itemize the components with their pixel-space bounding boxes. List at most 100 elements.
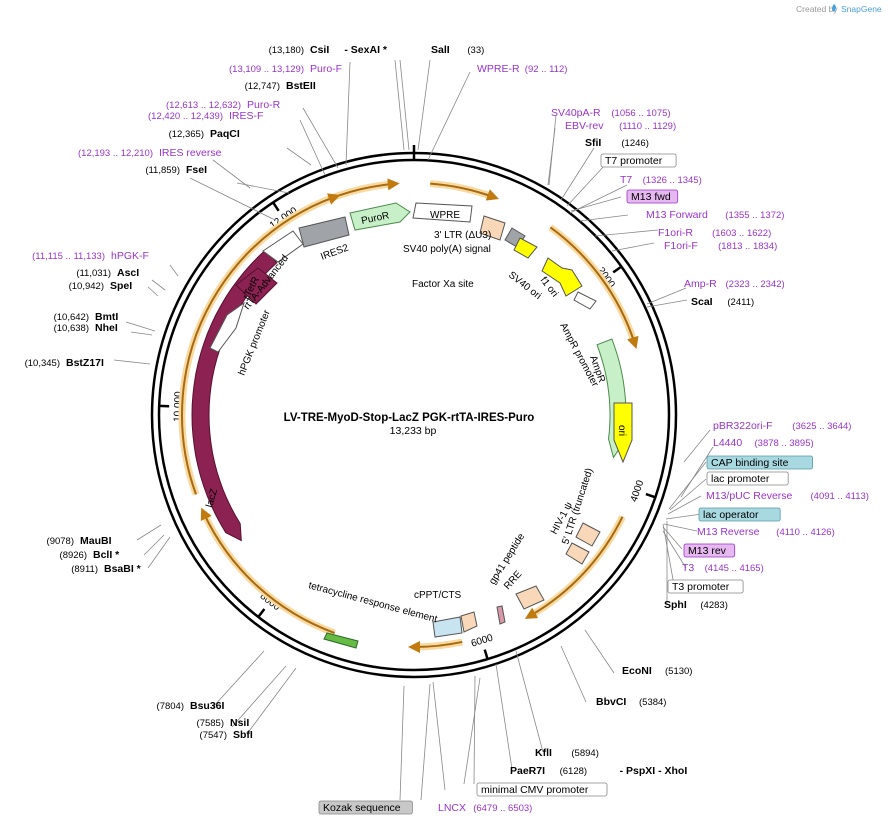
- site-paer7i[interactable]: PaeR7I(6128)- PspXI - XhoI: [510, 765, 687, 777]
- hpgk-promoter-feature[interactable]: [209, 301, 245, 353]
- site-sfii[interactable]: SfiI(1246): [585, 137, 649, 149]
- leader-line: [286, 147, 312, 166]
- site-econi[interactable]: EcoNI(5130): [622, 665, 692, 677]
- feature-box-lac-promoter[interactable]: lac promoter: [706, 471, 789, 486]
- site-position: (11,031): [76, 268, 111, 279]
- primer-f1ori-f[interactable]: F1ori-F(1813 .. 1834): [664, 240, 777, 252]
- feature-arrows: [191, 202, 633, 649]
- gp41-feature[interactable]: [496, 605, 506, 625]
- primer-puro-f[interactable]: (13,109 .. 13,129)Puro-F: [229, 63, 342, 75]
- leader-line: [130, 331, 153, 336]
- wpre-feature[interactable]: [412, 202, 473, 223]
- site-position: (8926): [60, 550, 87, 561]
- sv40-ori-feature[interactable]: [513, 237, 538, 259]
- primer-sv40pa-r[interactable]: SV40pA-R(1056 .. 1075): [551, 107, 671, 119]
- primer-hpgk-f[interactable]: (11,115 .. 11,133)hPGK-F: [32, 250, 149, 262]
- site-bsu36i[interactable]: (7804) Bsu36I: [157, 700, 225, 712]
- site-position: (10,345): [25, 358, 60, 369]
- feature-box-lac-operator[interactable]: lac operator: [698, 507, 781, 522]
- primer-f1ori-r[interactable]: F1ori-R(1603 .. 1622): [658, 227, 771, 239]
- feature-label-tre: tetracycline response element: [307, 580, 438, 625]
- site-sphi[interactable]: SphI(4283): [664, 599, 728, 611]
- ori-feature[interactable]: [613, 402, 633, 464]
- orf-arrow: [549, 226, 639, 350]
- site-name: CsiI: [310, 44, 329, 56]
- site-fsei[interactable]: (11,859)FseI: [145, 164, 207, 176]
- site-asci[interactable]: (11,031)AscI: [76, 267, 139, 279]
- primer-l4440[interactable]: L4440(3878 .. 3895): [713, 437, 814, 449]
- leader-line: [169, 264, 179, 277]
- feature-box-bg: [706, 471, 789, 486]
- primer-name: LNCX: [438, 802, 466, 814]
- site-maubi[interactable]: (9078)MauBI: [47, 535, 112, 547]
- cppt-feature[interactable]: [460, 611, 478, 633]
- ltr5-feature[interactable]: [575, 522, 601, 547]
- feature-box-kozak-sequence[interactable]: Kozak sequence: [318, 800, 413, 815]
- site-bmti[interactable]: (10,642)BmtI: [54, 311, 119, 323]
- primer-puro-r[interactable]: (12,613 .. 12,632)Puro-R: [166, 99, 281, 111]
- leader-line: [665, 513, 703, 520]
- site-bcli[interactable]: (8926)BclI *: [60, 549, 121, 561]
- site-position: (10,638): [54, 323, 89, 334]
- f1-ori-feature[interactable]: [541, 257, 583, 297]
- primer-name: SV40pA-R: [551, 107, 601, 119]
- leader-line: [432, 681, 446, 791]
- site-csii[interactable]: (13,180)CsiI- SexAI *: [269, 44, 388, 56]
- leader-line: [147, 286, 159, 297]
- site-position: (7804): [157, 701, 184, 712]
- feature-box-label: lac operator: [703, 509, 759, 521]
- site-scai[interactable]: ScaI(2411): [691, 296, 754, 308]
- leader-line: [212, 650, 265, 708]
- feature-label-ltr3: 3' LTR (ΔU3): [434, 230, 491, 241]
- feature-box-m13-rev[interactable]: M13 rev: [683, 543, 736, 558]
- primer-m13-puc-reverse[interactable]: M13/pUC Reverse(4091 .. 4113): [706, 490, 869, 502]
- ltr3-feature[interactable]: [479, 215, 506, 241]
- site-nsii[interactable]: (7585)NsiI: [197, 717, 250, 729]
- site-paqci[interactable]: (12,365)PaqCI: [169, 128, 240, 140]
- site-bstz17i[interactable]: (10,345)BstZ17I: [25, 357, 104, 369]
- primer-wpre-r[interactable]: WPRE-R(92 .. 112): [477, 63, 567, 75]
- feature-box-cap-binding-site[interactable]: CAP binding site: [706, 455, 813, 470]
- rtetr-feature[interactable]: [235, 267, 278, 305]
- ires2-feature[interactable]: [298, 216, 350, 248]
- primer-ebv-rev[interactable]: EBV-rev(1110 .. 1129): [565, 120, 676, 132]
- site-bbvci[interactable]: BbvCI(5384): [596, 696, 666, 708]
- tick-mark: [483, 649, 489, 660]
- site-nhei[interactable]: (10,638)NheI: [54, 322, 118, 334]
- feature-box-t7-promoter[interactable]: T7 promoter: [600, 153, 677, 168]
- tick-mark: [645, 492, 656, 499]
- site-bsteii[interactable]: (12,747)BstEII: [245, 80, 316, 92]
- site-name: Bsu36I: [190, 700, 225, 712]
- primer-lncx[interactable]: LNCX(6479 .. 6503): [438, 802, 532, 814]
- tre-feature[interactable]: [432, 616, 463, 638]
- leader-line: [495, 663, 513, 770]
- primer-pbr322ori-f[interactable]: pBR322ori-F(3625 .. 3644): [713, 420, 851, 432]
- site-name: PaqCI: [210, 128, 240, 140]
- hiv-psi-feature[interactable]: [565, 542, 590, 565]
- feature-box-m13-fwd[interactable]: M13 fwd: [626, 189, 679, 204]
- feature-box-minimal-cmv-promoter[interactable]: minimal CMV promoter: [476, 782, 608, 797]
- primer-amp-r[interactable]: Amp-R(2323 .. 2342): [684, 278, 785, 290]
- leader-line: [646, 299, 688, 308]
- rtta-advanced-feature[interactable]: [262, 230, 304, 263]
- leader-line: [594, 229, 659, 237]
- site-bsabi[interactable]: (8911)BsaBI *: [71, 563, 141, 575]
- ampr-promoter-feature[interactable]: [573, 291, 597, 310]
- primer-m13-forward[interactable]: M13 Forward(1355 .. 1372): [646, 209, 784, 221]
- leader-line: [611, 242, 655, 252]
- tre-green-feature[interactable]: [323, 632, 359, 649]
- primer-m13-reverse[interactable]: M13 Reverse(4110 .. 4126): [697, 526, 835, 538]
- puror-feature[interactable]: [349, 202, 411, 231]
- primer-t3[interactable]: T3(4145 .. 4165): [682, 562, 764, 574]
- primer-t7[interactable]: T7(1326 .. 1345): [620, 174, 702, 186]
- site-spei[interactable]: (10,942)SpeI: [69, 280, 133, 292]
- site-sbfi[interactable]: (7547)SbfI: [200, 729, 253, 741]
- site-sali[interactable]: SalI(33): [431, 44, 484, 56]
- feature-box-t3-promoter[interactable]: T3 promoter: [667, 579, 744, 594]
- rre-feature[interactable]: [515, 585, 545, 610]
- site-position: (10,942): [69, 281, 104, 292]
- primer-ires-f[interactable]: (12,420 .. 12,439)IRES-F: [148, 110, 263, 122]
- site-kfli[interactable]: KflI(5894): [535, 747, 599, 759]
- primer-position: (3878 .. 3895): [755, 438, 814, 449]
- primer-ires-reverse[interactable]: (12,193 .. 12,210)IRES reverse: [78, 147, 222, 159]
